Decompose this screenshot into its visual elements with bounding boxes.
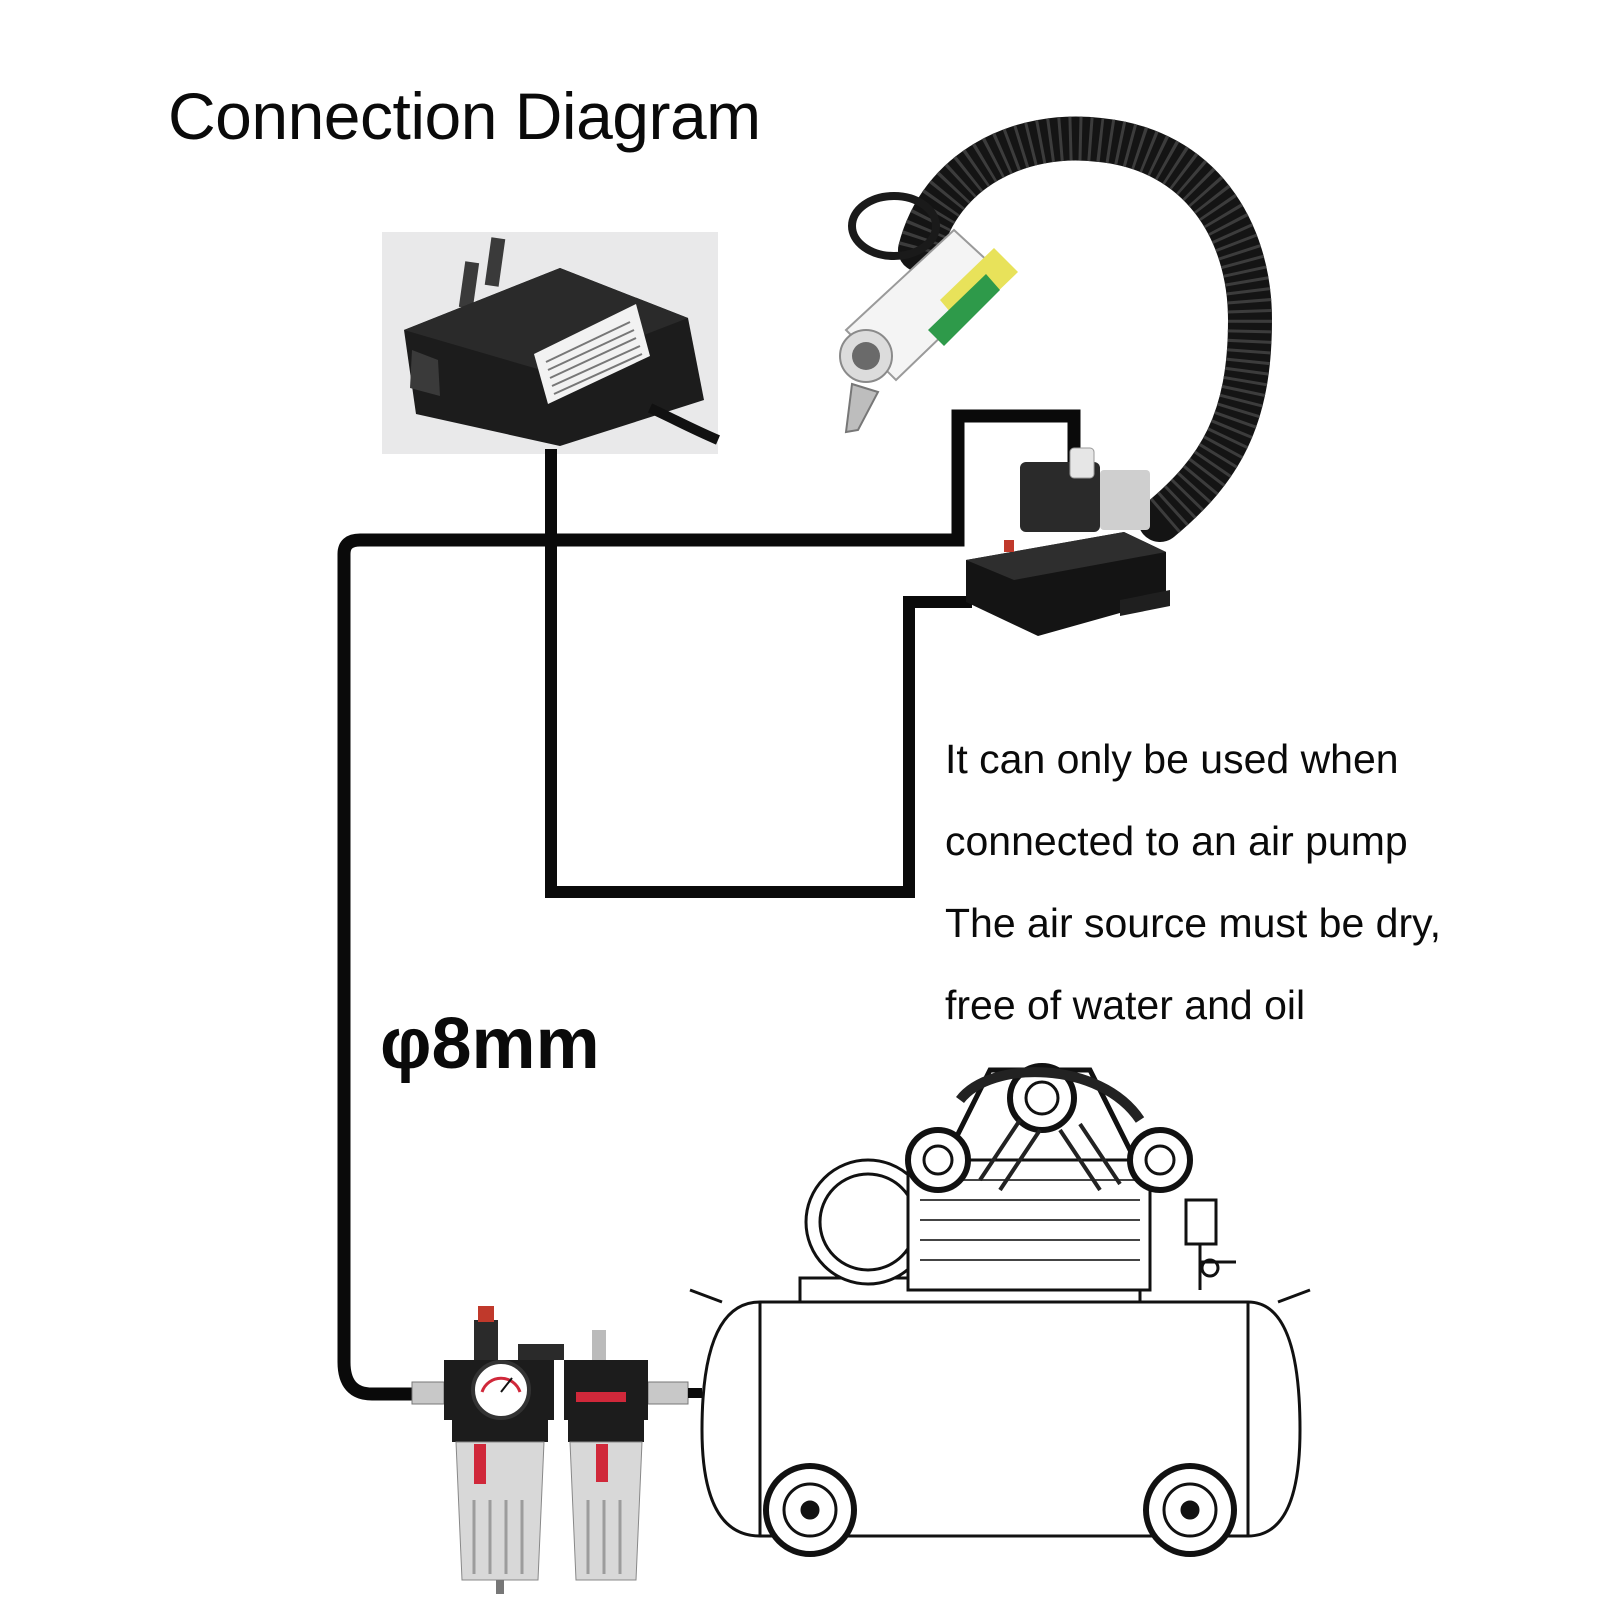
diagram-title: Connection Diagram (168, 79, 761, 153)
air-compressor (689, 1063, 1311, 1557)
usage-note-line: The air source must be dry, (945, 900, 1441, 946)
usage-note-line: It can only be used when (945, 736, 1399, 782)
ionizer-gun (839, 116, 1273, 542)
usage-note-line: connected to an air pump (945, 818, 1408, 864)
usage-note-line: free of water and oil (945, 982, 1306, 1028)
solenoid-controller (966, 447, 1170, 636)
usage-note: It can only be used when connected to an… (945, 718, 1441, 1046)
power-cable-line (545, 449, 972, 898)
air-hose-line (337, 409, 1081, 1401)
hose-diameter-label: φ8mm (380, 1004, 600, 1084)
power-adapter (382, 232, 720, 454)
connection-lines (337, 409, 1081, 1401)
filter-regulator (411, 1306, 702, 1594)
